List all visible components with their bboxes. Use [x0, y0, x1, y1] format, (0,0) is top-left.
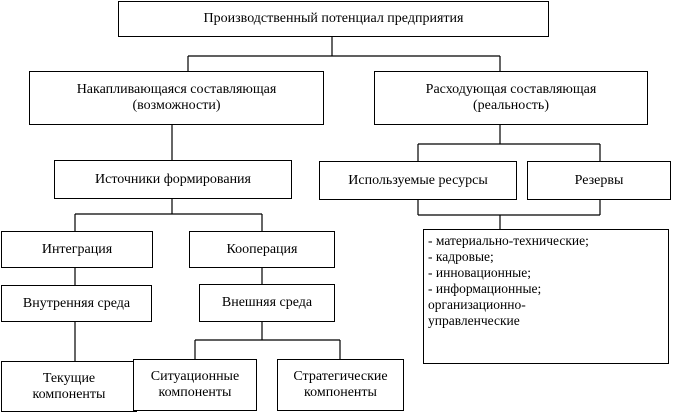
external-environment-node: Внешняя среда: [199, 284, 335, 322]
root-node: Производственный потенциал предприятия: [118, 1, 549, 37]
integration-node: Интеграция: [1, 231, 153, 268]
used-resources-label: Используемые ресурсы: [348, 172, 488, 188]
situational-components-line1: Ситуационные: [150, 369, 240, 384]
reserves-label: Резервы: [574, 172, 624, 188]
spending-component-title: Расходующая составляющая: [425, 82, 597, 97]
list-item: управленческие: [428, 313, 520, 328]
list-item: организационно-: [428, 297, 526, 312]
cooperation-label: Кооперация: [226, 241, 298, 257]
root-node-label: Производственный потенциал предприятия: [203, 11, 464, 26]
situational-components-line2: компоненты: [158, 385, 232, 400]
resource-types-list: - материально-технические; - кадровые; -…: [423, 229, 669, 364]
formation-sources-label: Источники формирования: [95, 171, 251, 187]
cooperation-node: Кооперация: [189, 231, 335, 268]
strategic-components-node: Стратегические компоненты: [277, 359, 404, 411]
situational-components-node: Ситуационные компоненты: [133, 359, 257, 411]
spending-component-node: Расходующая составляющая (реальность): [374, 71, 648, 125]
reserves-node: Резервы: [527, 161, 671, 200]
formation-sources-node: Источники формирования: [54, 160, 292, 199]
accumulating-component-subtitle: (возможности): [132, 98, 221, 113]
integration-label: Интеграция: [41, 241, 113, 257]
internal-environment-label: Внутренняя среда: [22, 295, 131, 311]
list-item: - материально-технические;: [428, 233, 589, 248]
external-environment-label: Внешняя среда: [221, 295, 313, 310]
current-components-node: Текущие компоненты: [1, 361, 137, 412]
used-resources-node: Используемые ресурсы: [319, 161, 517, 200]
internal-environment-node: Внутренняя среда: [1, 285, 152, 322]
strategic-components-line1: Стратегические: [293, 369, 388, 384]
list-item: - кадровые;: [428, 249, 494, 264]
accumulating-component-node: Накапливающаяся составляющая (возможност…: [29, 71, 324, 125]
current-components-line1: Текущие: [42, 370, 96, 386]
list-item: - инновационные;: [428, 265, 531, 280]
accumulating-component-title: Накапливающаяся составляющая: [76, 82, 277, 97]
list-item: - информационные;: [428, 281, 542, 296]
strategic-components-line2: компоненты: [304, 385, 377, 400]
current-components-line2: компоненты: [32, 386, 106, 402]
spending-component-subtitle: (реальность): [473, 98, 549, 113]
